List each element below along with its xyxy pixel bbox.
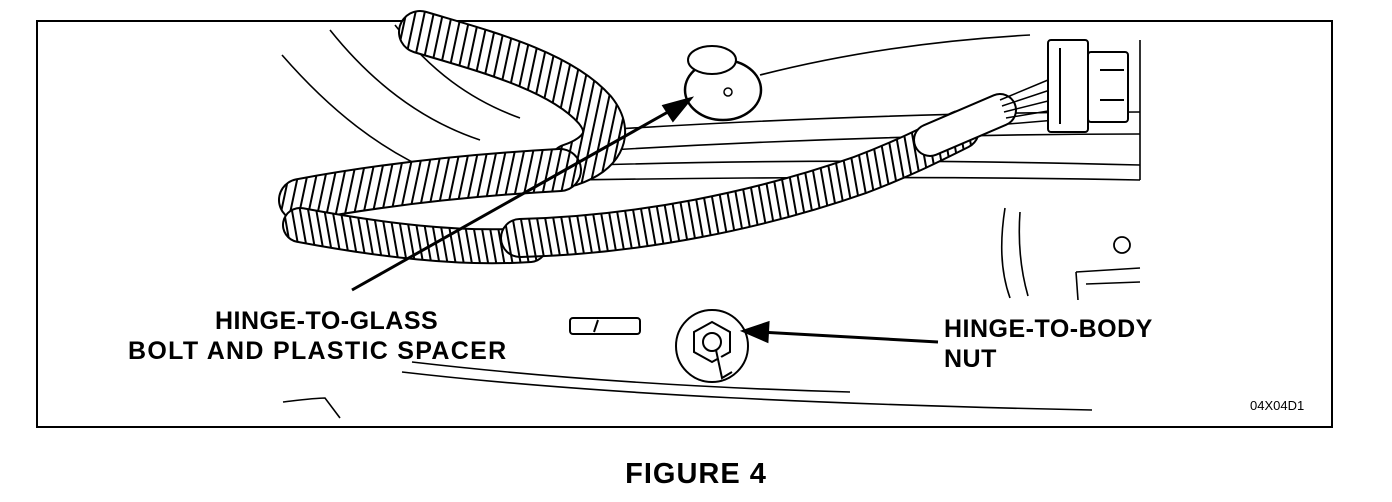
nut-callout-line1: HINGE-TO-BODY (944, 315, 1153, 343)
figure-caption: FIGURE 4 (625, 458, 767, 490)
figure-frame (36, 20, 1333, 428)
nut-callout-line2: NUT (944, 345, 997, 373)
hinge-nut-icon (675, 309, 749, 383)
plastic-spacer-icon (683, 45, 763, 122)
spacer-callout-line2: BOLT AND PLASTIC SPACER (128, 337, 508, 365)
spacer-callout-line1: HINGE-TO-GLASS (215, 307, 439, 335)
image-code: 04X04D1 (1250, 398, 1305, 413)
body-hole (1113, 236, 1131, 254)
leader-arrows (351, 96, 939, 344)
electrical-connector-icon (1047, 39, 1129, 133)
slot-tab (569, 317, 641, 335)
